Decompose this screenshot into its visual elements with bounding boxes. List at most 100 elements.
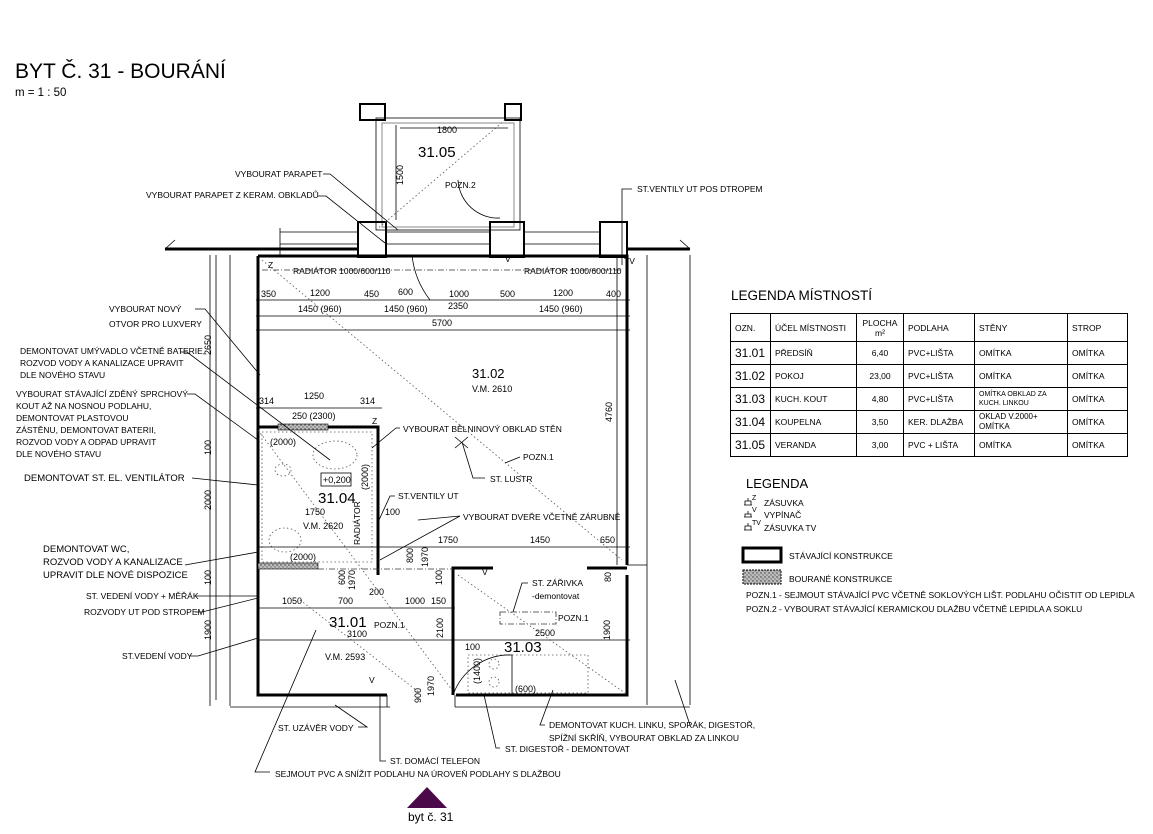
cell: KER. DLAŽBA	[903, 410, 975, 434]
column-header: STĚNY	[974, 313, 1068, 342]
annotation: ST.VEDENÍ VODY	[122, 651, 193, 661]
cell: 31.02	[730, 364, 771, 388]
annotation: ST.VENTILY UT	[398, 491, 459, 501]
drawing-title: BYT Č. 31 - BOURÁNÍ	[15, 60, 226, 83]
cell: OMÍTKA OBKLAD ZA KUCH. LINKOU	[974, 387, 1068, 411]
dim-text: 2000	[203, 490, 213, 510]
legend-item: VYPÍNAČ	[764, 510, 801, 520]
cell: OMÍTKA	[1067, 364, 1128, 388]
legend-item: V	[752, 507, 757, 514]
annotation: ROZVODY UT POD STROPEM	[84, 607, 205, 617]
dim-text: 1970	[347, 570, 357, 590]
dim-text: 80	[603, 572, 613, 582]
dim-text: 500	[500, 289, 515, 299]
annotation: VYBOURAT PARAPET Z KERAM. OBKLADŮ	[146, 189, 319, 200]
annotation: V	[482, 567, 488, 577]
room-legend-title: LEGENDA MÍSTNOSTÍ	[731, 288, 872, 303]
annotation: POZN.1	[558, 613, 589, 623]
room-number: 31.04	[318, 490, 356, 507]
dim-text: 100	[385, 507, 400, 517]
annotation: ROZVOD VODY A KANALIZACE UPRAVIT	[20, 358, 184, 368]
annotation: Z	[268, 260, 273, 270]
room-height: V.M. 2610	[472, 384, 512, 394]
legend-item: Z	[752, 495, 757, 502]
annotation: DEMONTOVAT UMÝVADLO VČETNĚ BATERIE,	[20, 346, 205, 356]
annotation: ST. DOMÁCÍ TELEFON	[390, 756, 480, 766]
annotation: KOUT AŽ NA NOSNOU PODLAHU,	[16, 401, 151, 411]
dim-text: 600	[398, 287, 413, 297]
annotation: V	[505, 254, 511, 264]
legend-item: BOURANÉ KONSTRUKCE	[789, 574, 893, 584]
room-number: 31.01	[329, 614, 367, 631]
annotation: RADIÁTOR 1000/600/110	[524, 266, 622, 276]
dim-text: (2000)	[360, 464, 370, 490]
annotation: VYBOURAT STÁVAJÍCÍ ZDĚNÝ SPRCHOVÝ	[16, 389, 188, 399]
cell: KOUPELNA	[770, 410, 857, 434]
annotation: VYBOURAT BĚLNINOVÝ OBKLAD STĚN	[403, 424, 562, 434]
dim-text: 100	[203, 440, 213, 455]
room-legend-table: OZN. ÚČEL MÍSTNOSTI PLOCHA m² PODLAHA ST…	[730, 313, 1128, 457]
dim-text: 1450 (960)	[384, 304, 428, 314]
dim-text: 100	[434, 570, 444, 585]
cell: 23,00	[856, 364, 904, 388]
column-header: PLOCHA m²	[856, 313, 904, 342]
cell: PVC+LIŠTA	[903, 387, 975, 411]
cell: 31.01	[730, 341, 771, 365]
dim-text: 150	[431, 596, 446, 606]
annotation: POZN.2	[445, 180, 476, 190]
annotation: DEMONTOVAT ST. EL. VENTILÁTOR	[24, 473, 185, 484]
room-number: 31.03	[504, 639, 542, 656]
note-2: POZN.2 - VYBOURAT STÁVAJÍCÍ KERAMICKOU D…	[746, 604, 1082, 614]
column-header: PODLAHA	[903, 313, 975, 342]
dim-text: 1000	[449, 289, 469, 299]
annotation: DLE NOVÉHO STAVU	[20, 370, 105, 380]
dim-text: 1000	[405, 596, 425, 606]
dim-text: (600)	[515, 684, 536, 694]
dim-text: (2000)	[270, 437, 296, 447]
dim-text: 650	[600, 535, 615, 545]
annotation: ST. UZÁVĚR VODY	[278, 723, 354, 733]
cell: OMÍTKA	[974, 341, 1068, 365]
annotation: ST. VEDENÍ VODY + MĚŘÁK	[86, 591, 199, 601]
dim-text: 100	[203, 570, 213, 585]
apartment-marker-label: byt č. 31	[408, 810, 454, 824]
dim-text: 1050	[282, 596, 302, 606]
dim-text: 1900	[602, 620, 612, 640]
annotation: ST. ZÁŘIVKA	[532, 578, 583, 588]
annotation: ROZVOD VODY A ODPAD UPRAVIT	[16, 437, 156, 447]
dim-text: (2000)	[290, 552, 316, 562]
dim-text: 5700	[432, 318, 452, 328]
room-labels: 31.05 31.02 V.M. 2610 +0,200 31.04 V.M. …	[303, 144, 542, 662]
legend-item: TV	[752, 520, 761, 527]
annotation: POZN.1	[374, 620, 405, 630]
dim-text: 400	[606, 289, 621, 299]
existing-construction-swatch	[741, 546, 783, 564]
annotations: RADIÁTOR 1000/600/110 RADIÁTOR 1000/600/…	[16, 169, 763, 779]
dimension-texts: 1800 1500 350 1200 450 600 1000 500 1200…	[203, 125, 621, 703]
dim-text: 4760	[604, 402, 614, 422]
dim-text: 800	[405, 548, 415, 563]
existing-walls	[164, 103, 691, 708]
annotation: VYBOURAT NOVÝ	[109, 304, 182, 314]
cell: OKLAD V.2000+ OMÍTKA	[974, 410, 1068, 434]
dim-text: 250 (2300)	[292, 411, 336, 421]
cell: 31.04	[730, 410, 771, 434]
cell: OMÍTKA	[1067, 410, 1128, 434]
column-header: STROP	[1067, 313, 1128, 342]
cell: 6,40	[856, 341, 904, 365]
dim-text: 1450	[530, 535, 550, 545]
drawing-scale: m = 1 : 50	[15, 87, 66, 99]
cell: PŘEDSÍŇ	[770, 341, 857, 365]
dim-text: 350	[261, 289, 276, 299]
dim-text: 200	[369, 587, 384, 597]
dim-text: 2650	[203, 335, 213, 355]
cell: OMÍTKA	[1067, 341, 1128, 365]
dim-text: 100	[465, 642, 480, 652]
cell: PVC+LIŠTA	[903, 341, 975, 365]
annotation: ST. LUSTR	[490, 474, 533, 484]
cell: 31.03	[730, 387, 771, 411]
cell: OMÍTKA	[974, 364, 1068, 388]
cell: POKOJ	[770, 364, 857, 388]
annotation: VYBOURAT PARAPET	[235, 169, 322, 179]
